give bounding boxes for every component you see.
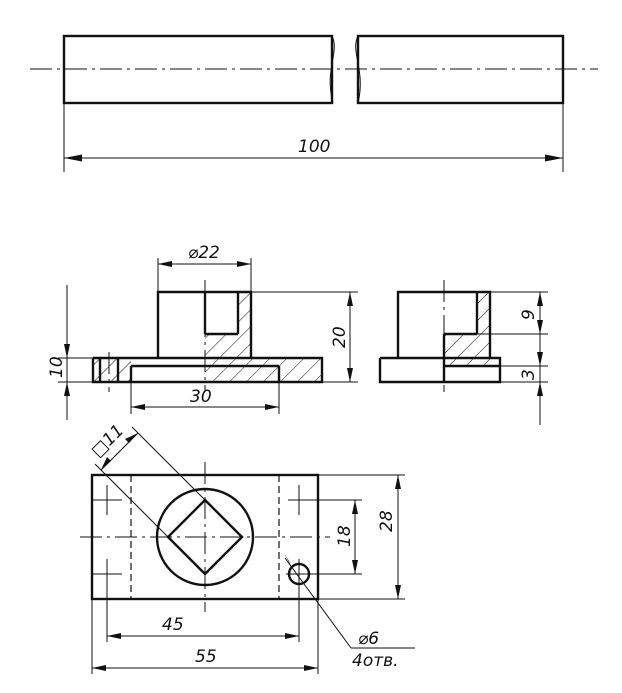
arrow-30-right bbox=[265, 404, 279, 410]
arrow-phi22-right bbox=[237, 261, 251, 267]
dim-height-total: 20 bbox=[330, 326, 350, 348]
side-view: 9 3 bbox=[378, 280, 548, 425]
arrow-28-top bbox=[395, 475, 401, 489]
dim-flange-width: 30 bbox=[190, 387, 212, 407]
dim-square-size: □11 bbox=[87, 421, 128, 462]
arrow-28-bottom bbox=[395, 585, 401, 599]
arrow-10-top bbox=[64, 344, 70, 358]
arrow-18-top bbox=[352, 500, 358, 514]
arrow-30-left bbox=[131, 404, 145, 410]
arrow-phi6-1 bbox=[284, 553, 291, 566]
dim-hole-spacing-y: 18 bbox=[335, 525, 355, 547]
rod-break-right bbox=[355, 35, 361, 104]
dim-hole-diam: ⌀6 bbox=[358, 629, 379, 649]
front-view: ⌀22 20 10 30 bbox=[47, 243, 358, 420]
arrow-10-bottom bbox=[64, 382, 70, 396]
arrow-20-top bbox=[347, 292, 353, 306]
plan-view: □11 28 18 45 55 ⌀6 4отв. bbox=[80, 421, 415, 674]
arrow-9-top bbox=[537, 292, 543, 306]
rod-break-left bbox=[329, 35, 335, 104]
ext-sq-2 bbox=[131, 426, 206, 501]
arrow-right bbox=[545, 154, 563, 162]
dim-diam-boss: ⌀22 bbox=[188, 243, 220, 263]
arrow-55-left bbox=[92, 665, 106, 671]
side-hatch bbox=[444, 292, 500, 366]
arrow-sq-2 bbox=[125, 433, 138, 443]
arrow-3-top bbox=[537, 352, 543, 366]
dim-width-total: 28 bbox=[377, 510, 397, 532]
arrow-18-bottom bbox=[352, 560, 358, 574]
arrow-phi22-left bbox=[158, 261, 172, 267]
rod-view: 100 bbox=[30, 34, 598, 172]
dim-flange-step: 3 bbox=[519, 369, 539, 380]
arrow-sq-1 bbox=[101, 457, 111, 470]
arrow-55-right bbox=[304, 665, 318, 671]
dim-length-total: 100 bbox=[298, 137, 330, 157]
dim-hole-spacing-x: 45 bbox=[162, 615, 184, 635]
arrow-left bbox=[64, 154, 82, 162]
section-hatch-left-hole bbox=[93, 358, 131, 382]
section-hatch-boss bbox=[205, 292, 322, 382]
arrow-45-right bbox=[285, 633, 299, 639]
ext-sq-1 bbox=[94, 463, 169, 538]
arrow-9-bottom bbox=[537, 320, 543, 334]
dim-hole-count: 4отв. bbox=[352, 651, 399, 671]
dim-boss-hole-depth: 9 bbox=[519, 309, 539, 320]
arrow-3-bottom bbox=[537, 382, 543, 396]
leader-phi6 bbox=[284, 557, 352, 649]
arrow-20-bottom bbox=[347, 368, 353, 382]
dim-length-base: 55 bbox=[195, 647, 217, 667]
dim-flange-thickness: 10 bbox=[47, 356, 67, 378]
arrow-45-left bbox=[107, 633, 121, 639]
